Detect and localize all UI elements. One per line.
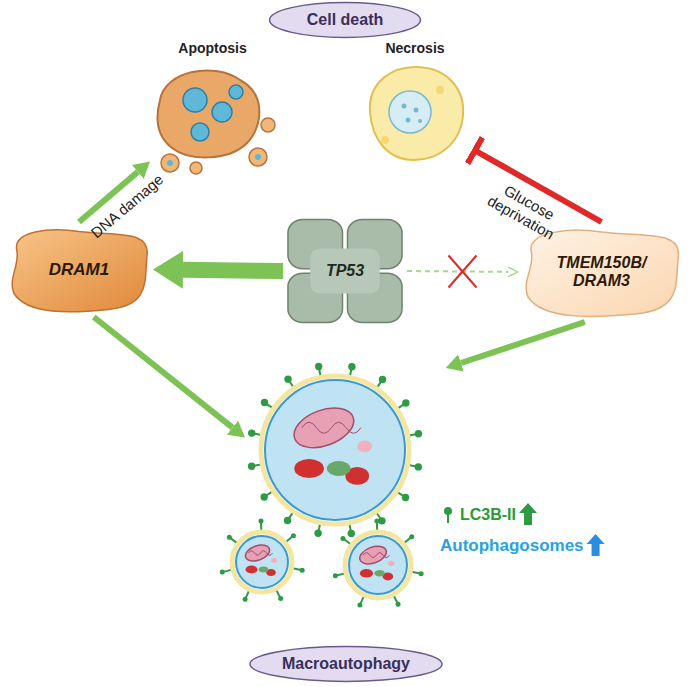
connector	[94, 317, 233, 428]
edge-label: DNA damage	[87, 170, 166, 241]
title-ellipse: Macroautophagy	[248, 645, 444, 683]
node-label: LC3B-II	[460, 506, 516, 524]
autophagosome-node: LC3B-II Autophagosomes	[245, 368, 610, 600]
autophagosome-illustration	[220, 363, 424, 608]
edge-label-holder: DNA damage	[87, 170, 166, 241]
edge-label-holder: Glucose deprivation	[475, 172, 575, 249]
title-ellipse: Cell death	[268, 1, 422, 39]
node-label: Macroautophagy	[282, 655, 410, 673]
node-label: DRAM1	[49, 260, 109, 280]
necrosis-node: Necrosis	[355, 40, 475, 170]
connector	[461, 322, 585, 363]
protein-tetramer: TP53	[283, 215, 407, 327]
necrotic-cell	[370, 67, 463, 160]
gene-blob: DRAM1	[5, 222, 153, 317]
node-label: Apoptosis	[150, 40, 275, 56]
connector	[407, 270, 508, 273]
node-label: TP53	[326, 262, 364, 280]
apoptotic-cell	[158, 70, 275, 174]
node-label: Necrosis	[355, 40, 475, 56]
node-label: Cell death	[307, 11, 383, 29]
connector	[183, 270, 283, 271]
node-label: TMEM150B/ DRAM3	[547, 254, 657, 290]
blocked-cross	[449, 256, 477, 288]
node-label: Autophagosomes	[440, 536, 584, 556]
edge-label: Glucose deprivation	[475, 172, 575, 249]
apoptosis-node: Apoptosis	[150, 40, 275, 175]
